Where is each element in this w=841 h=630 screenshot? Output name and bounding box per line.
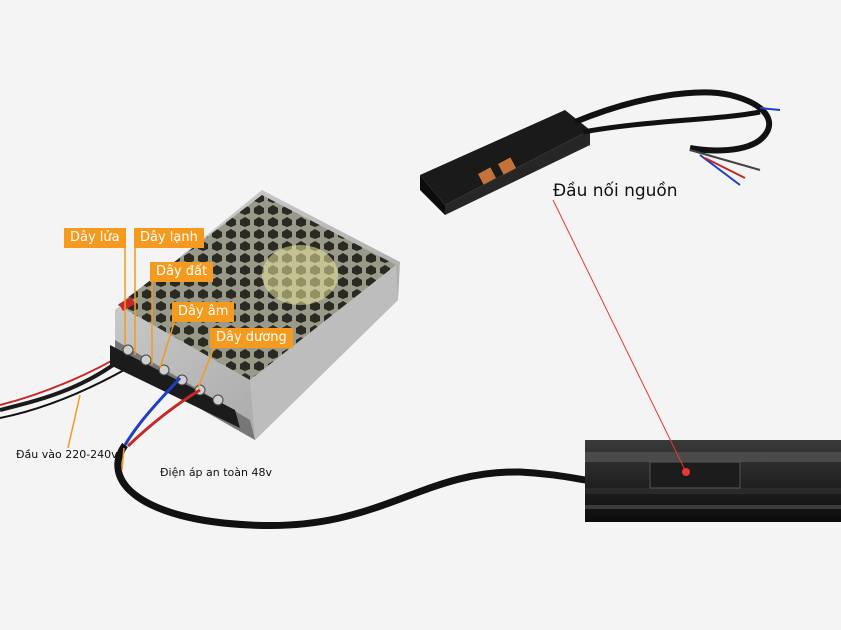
caption-input-voltage: Đầu vào 220-240v	[16, 448, 118, 461]
power-supply	[110, 190, 400, 440]
label-positive-wire: Dây dương	[210, 328, 293, 348]
label-ground-wire: Dây đất	[150, 262, 214, 282]
output-cable	[114, 442, 601, 530]
label-negative-wire: Dây âm	[172, 302, 235, 322]
track-rail	[585, 440, 841, 522]
caption-safe-voltage: Điện áp an toàn 48v	[160, 466, 273, 479]
label-neutral-wire: Dây lạnh	[134, 228, 204, 248]
label-live-wire: Dây lửa	[64, 228, 126, 248]
terminal-screws	[122, 344, 224, 406]
caption-power-connector: Đầu nối nguồn	[553, 181, 678, 201]
output-leads	[123, 376, 201, 448]
pointer-line	[552, 199, 687, 473]
connector-module	[420, 89, 781, 215]
leader-lines	[67, 248, 216, 471]
